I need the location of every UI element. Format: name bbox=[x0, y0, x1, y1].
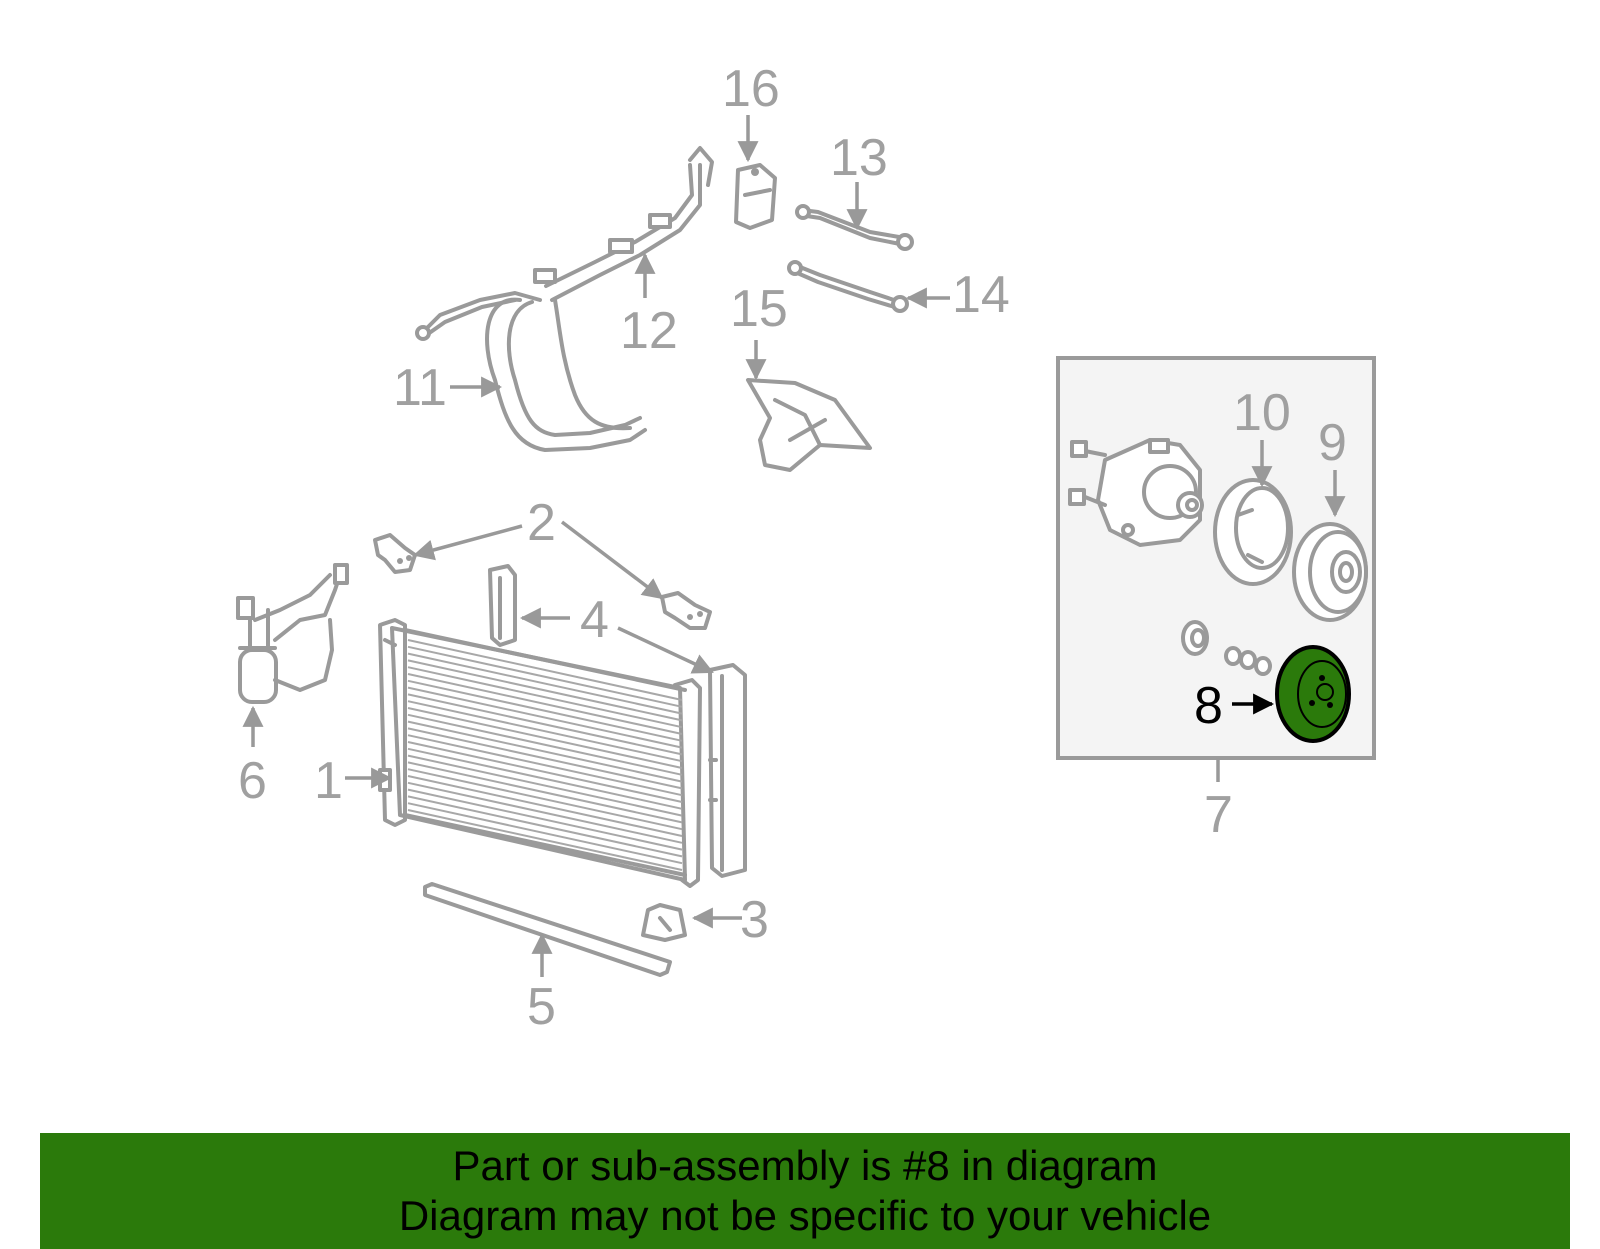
arrow-4b bbox=[617, 626, 714, 674]
callout-labels: 16 13 14 15 12 11 2 4 6 1 3 5 10 9 7 8 bbox=[238, 60, 1347, 1036]
condenser-fin bbox=[407, 747, 683, 810]
callout-7: 7 bbox=[1204, 786, 1233, 844]
callout-6: 6 bbox=[238, 752, 267, 810]
condenser-fin bbox=[407, 679, 683, 742]
condenser-fin bbox=[407, 727, 683, 790]
callout-13: 13 bbox=[830, 129, 888, 187]
condenser-fin bbox=[407, 707, 683, 769]
part-13-hose bbox=[795, 204, 914, 251]
callout-4: 4 bbox=[580, 591, 609, 649]
banner-line-2: Diagram may not be specific to your vehi… bbox=[398, 1192, 1212, 1239]
part-2-brackets bbox=[373, 533, 712, 630]
callout-1: 1 bbox=[314, 752, 343, 810]
callout-2: 2 bbox=[527, 494, 556, 552]
callout-9: 9 bbox=[1318, 414, 1347, 472]
info-banner: Part or sub-assembly is #8 in diagram Di… bbox=[40, 1133, 1570, 1249]
condenser-fin bbox=[407, 720, 683, 783]
arrow-2b bbox=[560, 520, 664, 600]
condenser-fin bbox=[407, 809, 683, 871]
condenser-fin bbox=[407, 713, 683, 776]
banner-line-1: Part or sub-assembly is #8 in diagram bbox=[452, 1142, 1158, 1189]
condenser-fin bbox=[407, 652, 683, 715]
condenser-fin bbox=[407, 761, 683, 824]
compressor-body bbox=[1068, 438, 1204, 547]
part-3-mount bbox=[641, 903, 687, 942]
condenser-fin bbox=[407, 700, 683, 763]
condenser-fin bbox=[407, 754, 683, 817]
condenser-fin bbox=[407, 639, 683, 701]
part-8-clutch-hub-highlighted bbox=[1275, 645, 1351, 743]
callout-10: 10 bbox=[1233, 384, 1291, 442]
callout-8-highlighted: 8 bbox=[1194, 677, 1223, 735]
part-11-12-ac-lines bbox=[415, 146, 714, 452]
part-4-side-seals bbox=[488, 564, 747, 878]
callout-16: 16 bbox=[722, 60, 780, 118]
condenser-fin bbox=[407, 686, 683, 749]
callout-12: 12 bbox=[620, 302, 678, 360]
callout-3: 3 bbox=[740, 891, 769, 949]
part-10-clutch-coil bbox=[1213, 478, 1293, 586]
condenser-fin bbox=[407, 659, 683, 722]
condenser-fin bbox=[407, 666, 683, 729]
part-7-compressor-kit bbox=[1056, 356, 1376, 760]
part-1-condenser bbox=[378, 618, 702, 888]
condenser-fin bbox=[407, 645, 683, 708]
condenser-fin bbox=[407, 802, 683, 865]
condenser-fin bbox=[407, 768, 683, 831]
condenser-fin bbox=[407, 795, 683, 858]
condenser-fin bbox=[407, 788, 683, 851]
condenser-fin bbox=[407, 734, 683, 797]
callout-15: 15 bbox=[730, 280, 788, 338]
callout-14: 14 bbox=[952, 266, 1010, 324]
callout-5: 5 bbox=[527, 978, 556, 1036]
callout-11: 11 bbox=[393, 359, 447, 417]
part-9-pulley bbox=[1292, 522, 1368, 622]
part-5-seal-strip bbox=[423, 882, 672, 977]
part-6-receiver-drier bbox=[236, 563, 349, 704]
part-16-valve-block bbox=[734, 163, 777, 230]
part-15-heat-shield bbox=[746, 378, 872, 472]
condenser-fin bbox=[407, 781, 683, 844]
condenser-fin bbox=[407, 741, 683, 803]
arrow-2a bbox=[412, 524, 523, 561]
leader-arrows bbox=[242, 115, 1346, 977]
part-14-hose bbox=[787, 260, 909, 313]
condenser-fin bbox=[407, 775, 683, 837]
condenser-fin bbox=[407, 693, 683, 756]
bearing-and-rings bbox=[1181, 620, 1272, 676]
condenser-fin bbox=[407, 673, 683, 735]
